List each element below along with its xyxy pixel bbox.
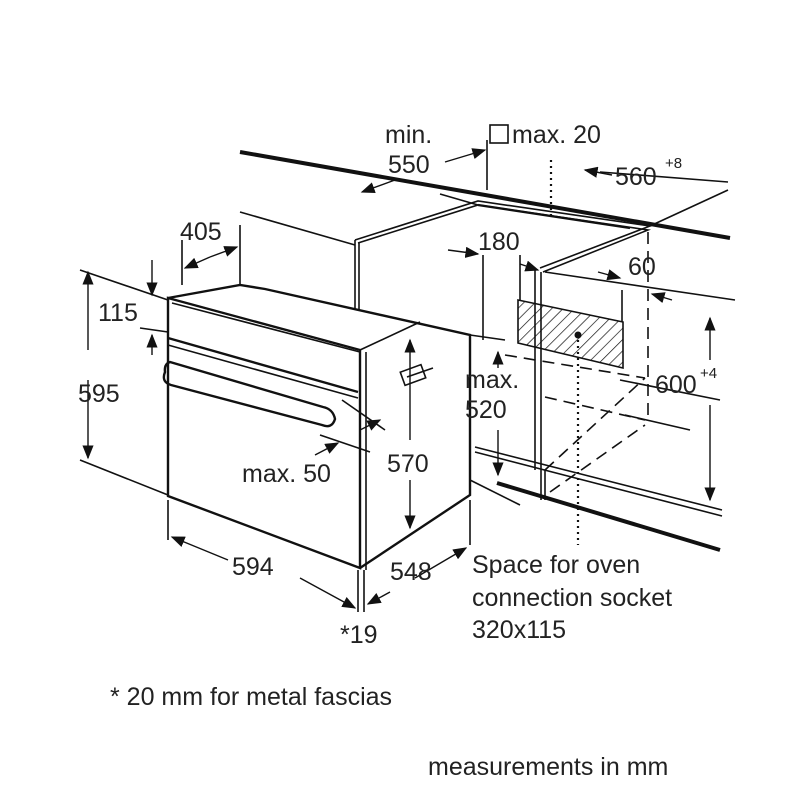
cabinet-outline <box>239 200 736 552</box>
socket-note-line1: Space for oven <box>472 551 640 579</box>
socket-center-marker <box>574 331 582 339</box>
label-min: min. <box>385 121 432 149</box>
footnote: * 20 mm for metal fascias <box>110 683 392 711</box>
label-180: 180 <box>478 228 520 256</box>
label-405: 405 <box>180 218 222 246</box>
dimension-lines <box>79 140 729 612</box>
label-548: 548 <box>390 558 432 586</box>
label-560: 560 <box>615 163 657 191</box>
label-max: max. <box>465 366 519 394</box>
label-115: 115 <box>98 299 138 327</box>
label-600-tolerance: +4 <box>700 365 717 382</box>
label-max20: max. 20 <box>512 121 601 149</box>
label-560-tolerance: +8 <box>665 155 682 172</box>
label-60: 60 <box>628 253 656 281</box>
socket-space <box>517 160 624 545</box>
label-595: 595 <box>78 380 120 408</box>
label-594: 594 <box>232 553 274 581</box>
label-600: 600 <box>655 371 697 399</box>
units-note: measurements in mm <box>428 753 668 781</box>
label-570: 570 <box>387 450 429 478</box>
socket-note-line2: connection socket <box>472 584 672 612</box>
recess-dashed <box>504 232 649 493</box>
label-max50: max. 50 <box>242 460 331 488</box>
label-550: 550 <box>388 151 430 179</box>
socket-note-line3: 320x115 <box>472 616 566 644</box>
label-520: 520 <box>465 396 507 424</box>
oven <box>162 283 472 570</box>
square-icon <box>489 124 509 144</box>
label-19: *19 <box>340 621 378 649</box>
